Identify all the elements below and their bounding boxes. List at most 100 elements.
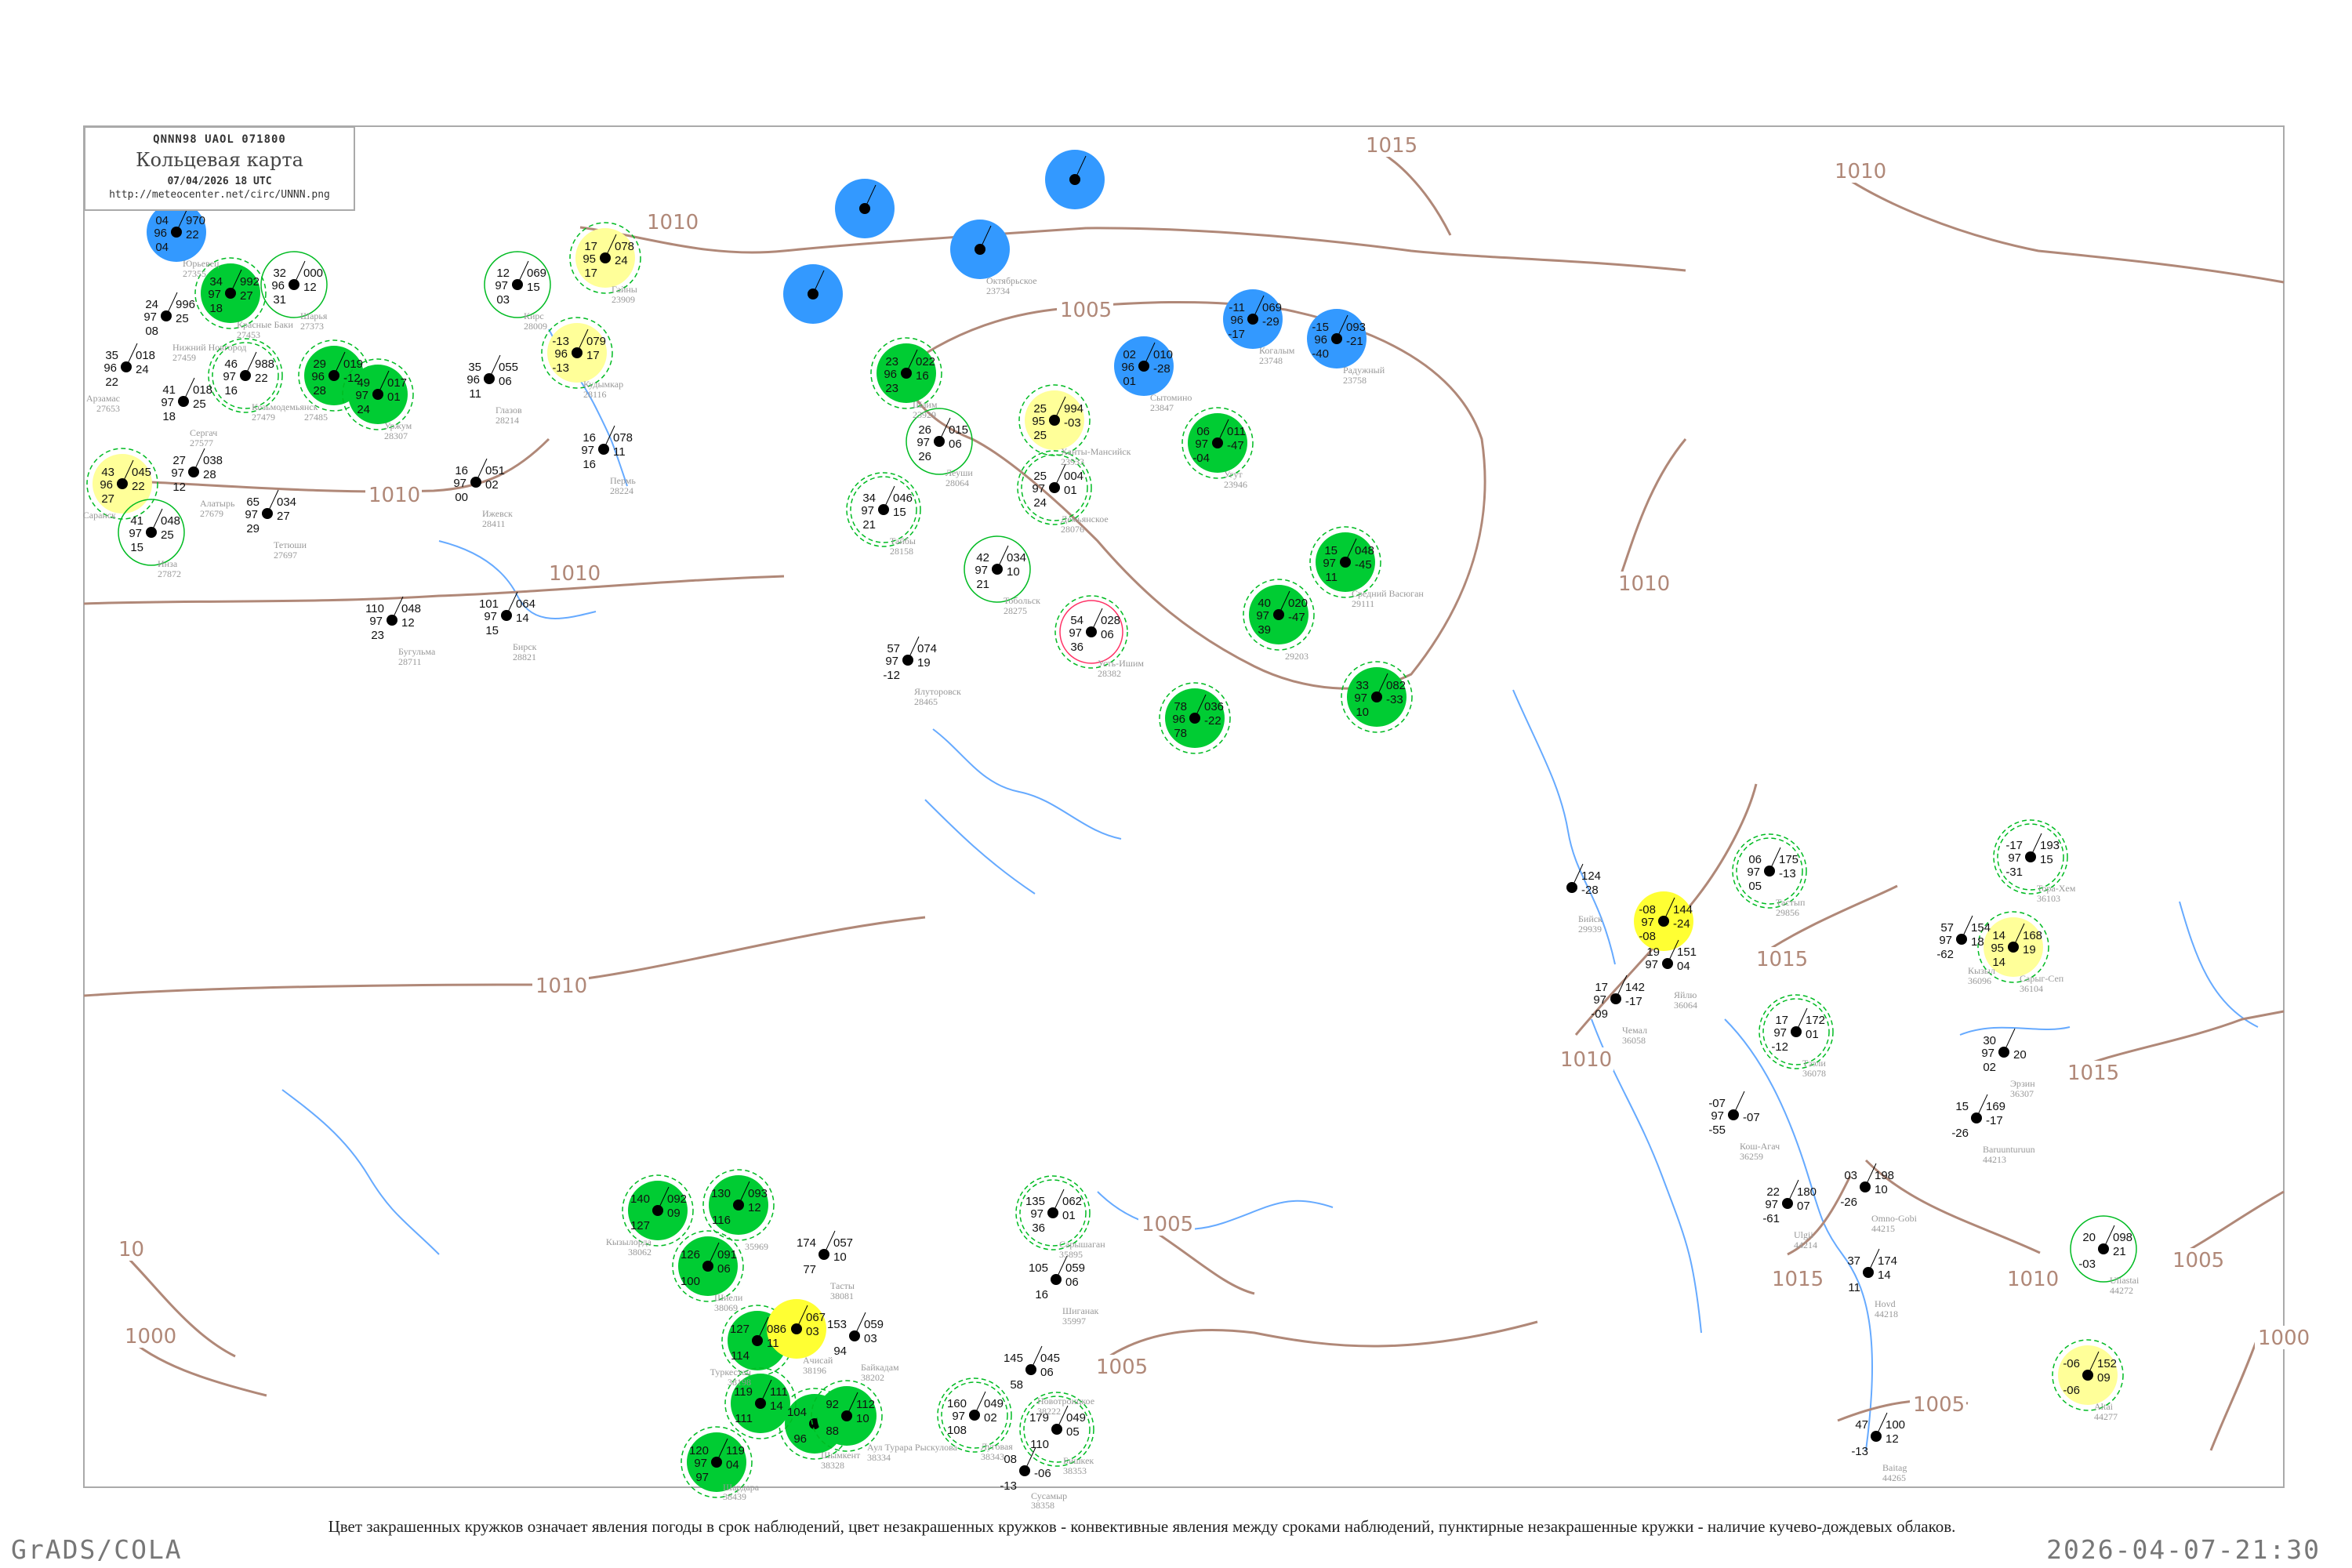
station-name: Сусамыр <box>1031 1490 1067 1501</box>
station-circle-group <box>484 354 501 384</box>
station-value-w: 10 <box>1875 1183 1888 1196</box>
bulletin-code: QNNN98 UAOL 071800 <box>153 133 286 146</box>
station-value-w: 04 <box>1677 960 1690 973</box>
cloud-cover-icon <box>841 1410 852 1421</box>
station-value-p: 970 <box>186 214 205 227</box>
cb-cloud-ring <box>1054 595 1128 669</box>
isobar-label-bg <box>532 974 589 997</box>
cloud-cover-icon <box>1658 916 1669 927</box>
station-value-td: 111 <box>735 1412 753 1425</box>
isobar-label: 1015 <box>1772 1268 1824 1291</box>
station-value-td: 28 <box>313 384 326 397</box>
station-name: Ижевск <box>482 508 513 519</box>
station-name: Тасты <box>830 1280 855 1291</box>
station-name: Бирск <box>513 641 537 652</box>
isobar-label-bg <box>115 1237 147 1261</box>
station-value-c: 97 <box>1195 437 1208 451</box>
cloud-cover-icon <box>1860 1181 1871 1192</box>
station-value-w: -28 <box>1153 362 1171 376</box>
station-value-c: 97 <box>1641 916 1654 929</box>
cloud-cover-icon <box>1871 1431 1882 1442</box>
station-circle-group <box>1243 579 1315 651</box>
station-circle-group <box>1017 450 1092 525</box>
station-value-td: 00 <box>455 491 468 504</box>
station-value-w: 24 <box>136 363 149 376</box>
station-circle-group <box>342 358 414 430</box>
